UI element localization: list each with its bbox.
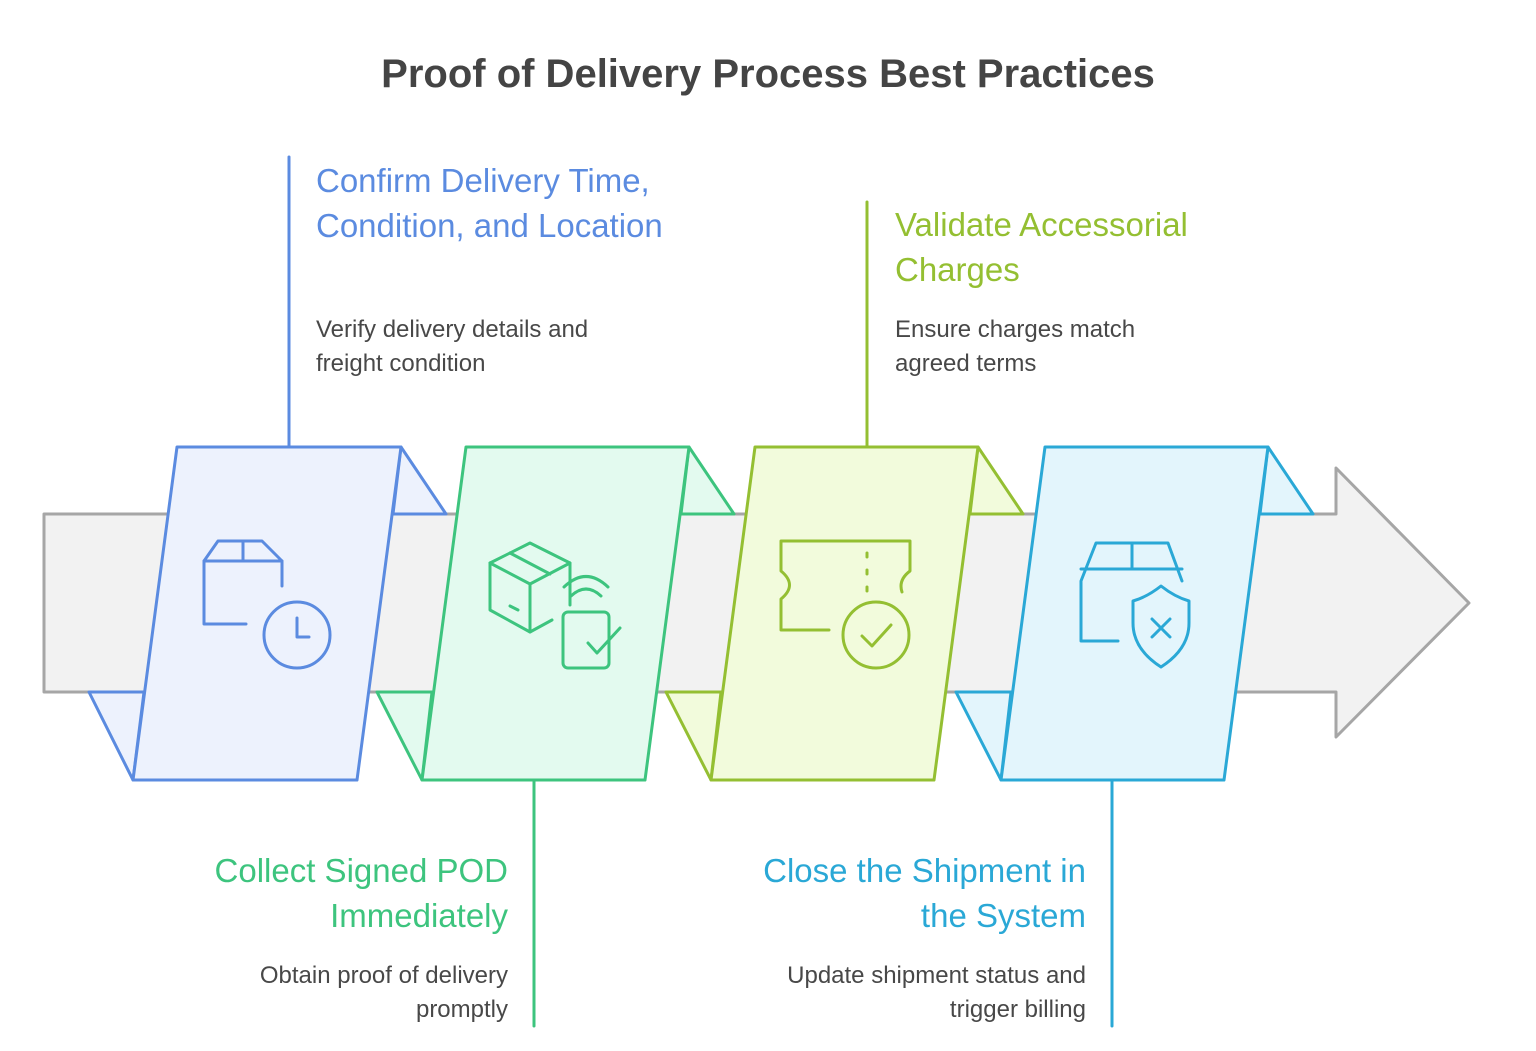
step-1-title: Confirm Delivery Time, Condition, and Lo… [316,162,663,244]
step-2-panel [375,445,736,1028]
package-clock-icon [202,539,332,670]
step-1-description: Verify delivery details and freight cond… [316,316,589,377]
package-shield-x-icon [1079,541,1191,669]
diagram-title: Proof of Delivery Process Best Practices [381,52,1155,96]
step-4-title: Close the Shipment in the System [763,852,1086,934]
step-3-title: Validate Accessorial Charges [895,206,1188,288]
package-scan-check-icon [488,541,622,670]
step-4-description: Update shipment status and trigger billi… [787,962,1086,1023]
step-2-title: Collect Signed POD Immediately [214,852,508,934]
step-3-card [709,445,980,782]
step-2-description: Obtain proof of delivery promptly [259,962,508,1023]
step-1-card [131,445,403,782]
step-2-card [420,445,691,782]
step-1-panel [87,155,448,782]
step-3-panel [664,200,1025,782]
step-4-panel [954,445,1315,1028]
step-3-description: Ensure charges match agreed terms [895,316,1136,377]
ticket-check-icon [779,539,912,670]
